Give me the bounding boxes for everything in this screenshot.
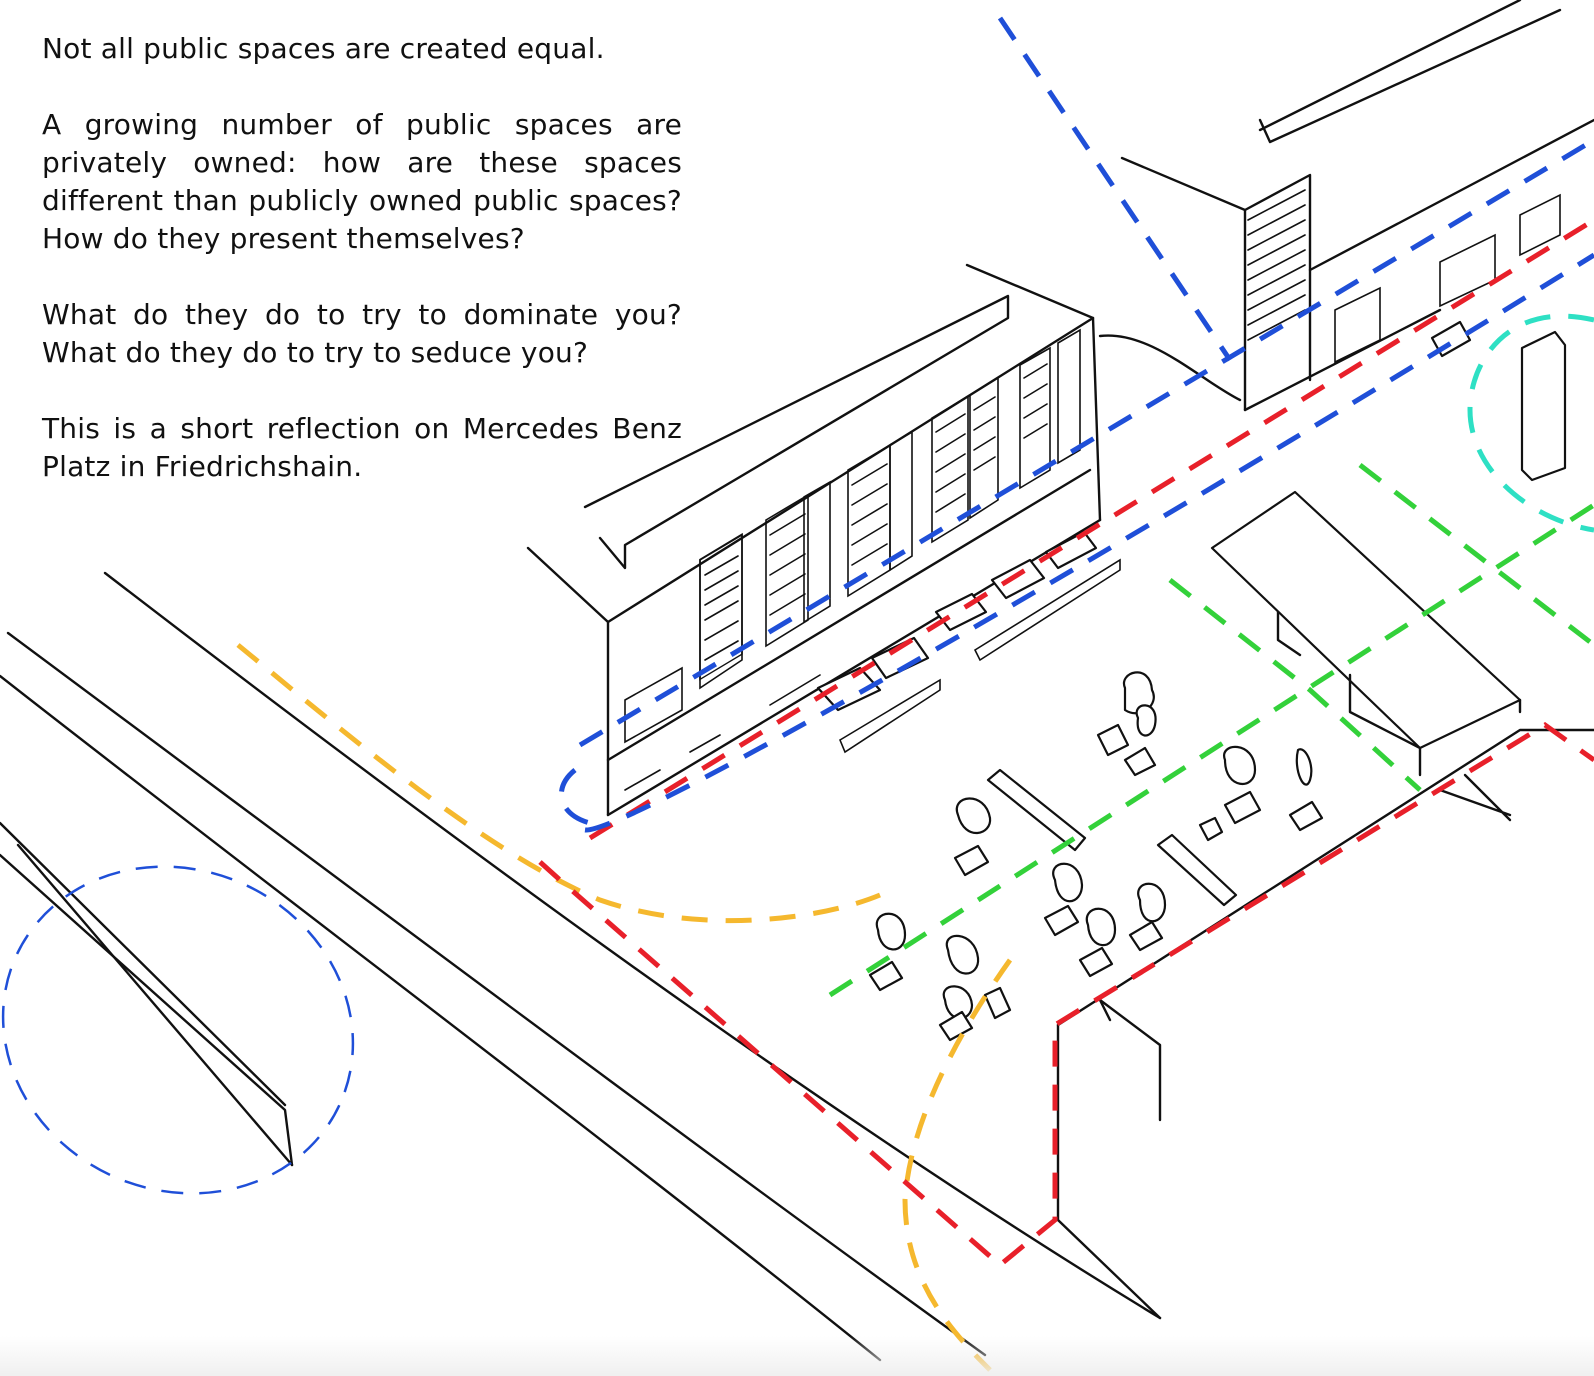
cyan-circle bbox=[1467, 313, 1594, 533]
building-top-right bbox=[1098, 0, 1594, 482]
yellow-path bbox=[236, 643, 1013, 1372]
plaza-benches bbox=[986, 768, 1238, 907]
road-lines bbox=[0, 571, 1162, 1362]
blue-boundary bbox=[558, 16, 1594, 833]
blue-ellipse bbox=[1, 865, 355, 1195]
building-left bbox=[526, 263, 1121, 817]
plaza-trees bbox=[868, 671, 1324, 1042]
pavilion bbox=[1056, 490, 1594, 1320]
intro-text: Not all public spaces are created equal.… bbox=[42, 30, 682, 524]
intro-paragraph-3: What do they do to try to dominate you? … bbox=[42, 298, 682, 369]
bottom-fade bbox=[0, 1336, 1594, 1376]
green-zone bbox=[828, 463, 1594, 998]
intro-paragraph-4: This is a short reflection on Mercedes B… bbox=[42, 412, 682, 483]
intro-paragraph-2: A growing number of public spaces are pr… bbox=[42, 108, 682, 255]
red-boundary bbox=[538, 217, 1594, 1269]
intro-paragraph-1: Not all public spaces are created equal. bbox=[42, 32, 605, 65]
